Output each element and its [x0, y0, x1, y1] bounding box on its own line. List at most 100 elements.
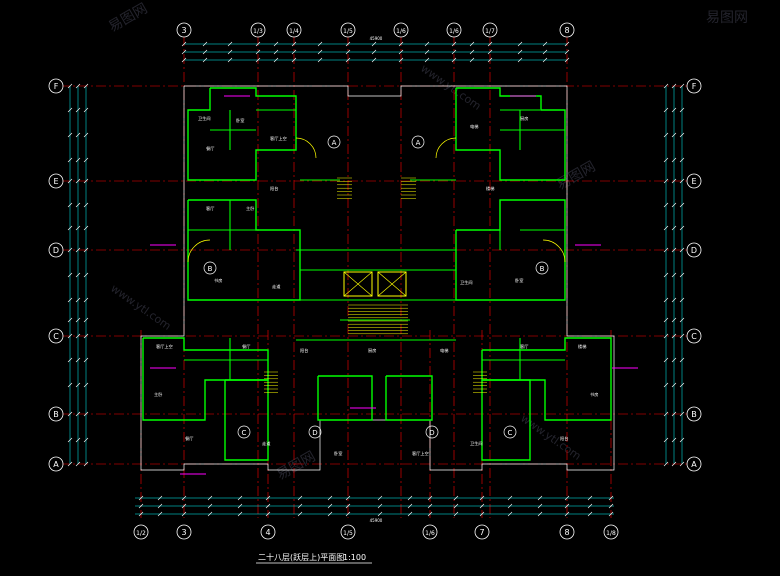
- dimension-tick: [181, 495, 187, 501]
- axis-bubble-label: 4: [265, 528, 270, 537]
- axis-bubble-circle: [686, 78, 702, 94]
- dimension-tick: [75, 357, 81, 363]
- axis-bubble-top: 1/7: [482, 22, 498, 38]
- apartment-wall: [187, 87, 297, 181]
- room-label: 卫生间: [470, 440, 483, 447]
- dimension-tick: [227, 57, 233, 63]
- dimension-tick: [663, 247, 669, 253]
- dimension-tick: [679, 437, 685, 443]
- dimension-tick: [181, 41, 187, 47]
- axis-bubble-circle: [422, 524, 438, 540]
- dimension-tick: [345, 49, 351, 55]
- room-label: 餐厅: [185, 435, 193, 442]
- dimension-tick: [83, 83, 89, 89]
- slab-outline: [140, 85, 615, 471]
- dimension-tick: [671, 272, 677, 278]
- dimension-tick: [181, 57, 187, 63]
- axis-bubble-circle: [48, 173, 64, 189]
- dimension-tick: [327, 503, 333, 509]
- dimension-tick: [75, 437, 81, 443]
- dimension-tick: [671, 132, 677, 138]
- dimension-tick: [507, 511, 513, 517]
- elevator-shaft: [343, 271, 373, 297]
- room-label: 客厅: [520, 343, 528, 350]
- dimension-tick: [663, 202, 669, 208]
- dimension-tick: [564, 41, 570, 47]
- dimension-tick: [398, 41, 404, 47]
- dimension-tick: [507, 503, 513, 509]
- unit-marker-circle: [503, 425, 517, 439]
- axis-bubble-left: C: [48, 328, 64, 344]
- dimension-tick: [83, 411, 89, 417]
- axis-bubble-label: C: [53, 332, 59, 341]
- dimension-tick: [407, 495, 413, 501]
- dimension-tick: [83, 132, 89, 138]
- dimension-tick: [377, 503, 383, 509]
- dimension-tick: [671, 157, 677, 163]
- dimension-tick: [67, 382, 73, 388]
- apartment-wall: [455, 87, 566, 181]
- axis-bubble-bottom: 7: [474, 524, 490, 540]
- dimension-tick: [83, 247, 89, 253]
- dimension-tick: [371, 49, 377, 55]
- dimension-tick: [671, 411, 677, 417]
- axis-bubble-label: C: [691, 332, 697, 341]
- dimension-tick: [181, 503, 187, 509]
- dimension-tick: [517, 41, 523, 47]
- elevator-shaft: [377, 271, 407, 297]
- dimension-tick: [679, 83, 685, 89]
- room-labels: 卫生间卧室客厅上空餐厅阳台厨房电梯楼梯客厅主卧书房走道卫生间卧室客厅上空餐厅阳台…: [154, 115, 598, 457]
- dimension-tick: [75, 317, 81, 323]
- dimension-tick: [273, 41, 279, 47]
- watermark-logo: 易图网: [706, 10, 748, 26]
- unit-marker-circle: [327, 135, 341, 149]
- dimension-tick: [679, 461, 685, 467]
- axis-bubble-label: D: [53, 246, 59, 255]
- dimension-tick: [663, 83, 669, 89]
- dimension-tick: [207, 495, 213, 501]
- dimension-tick: [75, 202, 81, 208]
- dimension-tick: [679, 202, 685, 208]
- room-label: 电梯: [470, 123, 478, 130]
- axis-bubble-label: 1/6: [425, 530, 435, 537]
- dimension-tick: [345, 57, 351, 63]
- dimension-tick: [407, 511, 413, 517]
- axis-bubble-label: 1/2: [136, 530, 146, 537]
- dimension-tick: [138, 511, 144, 517]
- dimension-tick: [297, 511, 303, 517]
- dimension-tick: [265, 511, 271, 517]
- axis-bubble-left: B: [48, 406, 64, 422]
- dimension-tick: [451, 41, 457, 47]
- dimension-tick: [671, 461, 677, 467]
- dimension-tick: [479, 495, 485, 501]
- axis-bubble-circle: [133, 524, 149, 540]
- unit-marker-letter: D: [312, 429, 317, 437]
- dimension-tick: [327, 495, 333, 501]
- room-label: 客厅上空: [270, 135, 287, 142]
- apartment-wall: [481, 379, 531, 461]
- axis-bubble-bottom: 3: [176, 524, 192, 540]
- room-label: 卫生间: [198, 115, 211, 122]
- apartment-wall: [317, 375, 373, 421]
- axis-bubble-circle: [48, 406, 64, 422]
- room-label: 电梯: [440, 347, 448, 354]
- dimension-tick: [75, 178, 81, 184]
- axis-bubble-label: 8: [564, 26, 569, 35]
- unit-marker-letter: A: [416, 139, 421, 147]
- dimension-tick: [83, 461, 89, 467]
- dimension-tick: [424, 57, 430, 63]
- axis-bubble-right: F: [686, 78, 702, 94]
- dimension-tick: [679, 411, 685, 417]
- dimension-tick: [679, 333, 685, 339]
- axis-bubble-label: 8: [564, 528, 569, 537]
- dimension-tick: [679, 317, 685, 323]
- axis-bubble-circle: [559, 22, 575, 38]
- unit-marker-letter: C: [242, 429, 247, 437]
- dimension-tick: [138, 495, 144, 501]
- door-swing: [542, 239, 566, 263]
- axis-bubble-right: B: [686, 406, 702, 422]
- dimension-tick: [202, 49, 208, 55]
- axis-bubble-circle: [603, 524, 619, 540]
